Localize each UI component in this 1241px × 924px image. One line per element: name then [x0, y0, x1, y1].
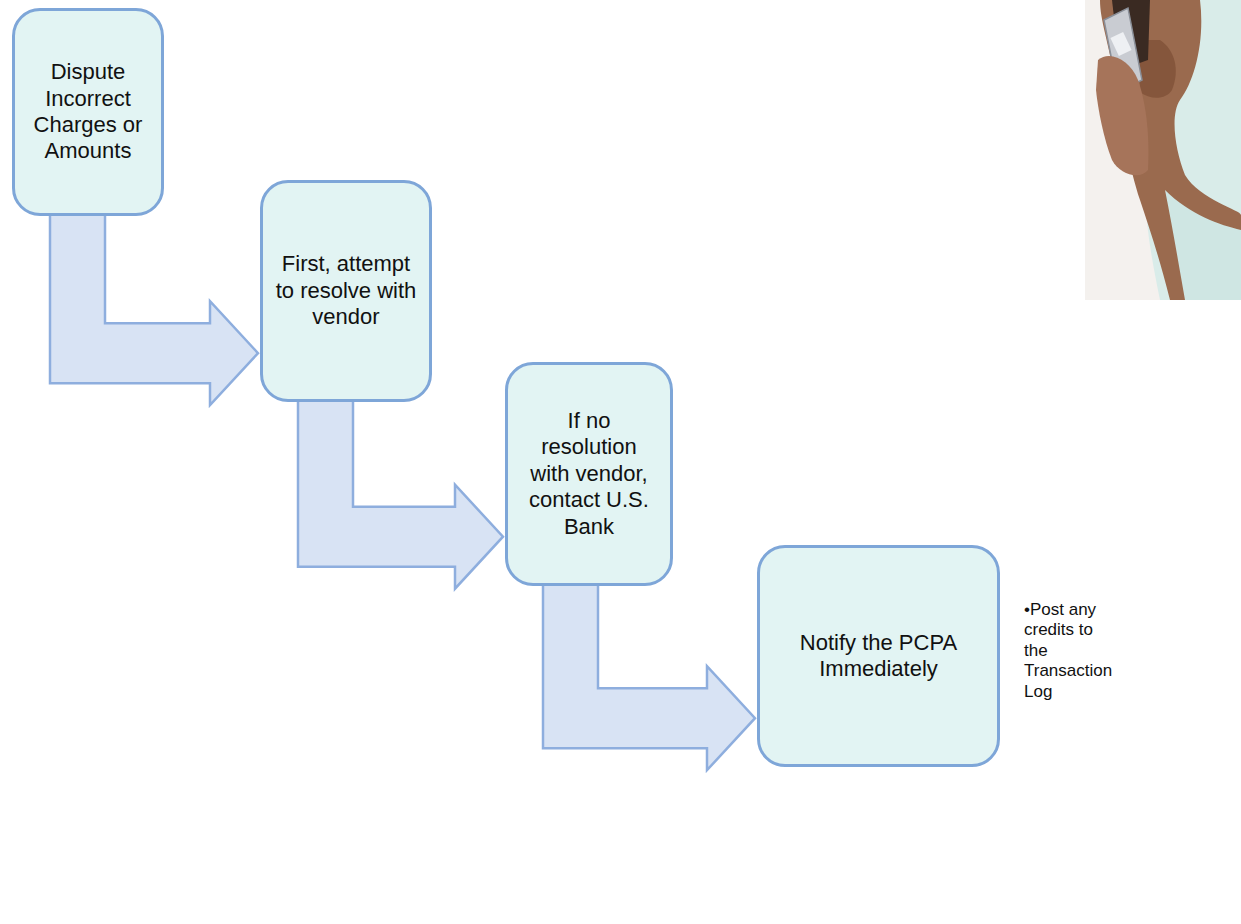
box-text-group: Notify the PCPA Immediately [772, 630, 985, 683]
box-text-group: Dispute Incorrect Charges or Amounts [27, 59, 149, 165]
bent-block-arrow [298, 399, 503, 589]
bullet-note: •Post any credits to the Transaction Log [1024, 600, 1120, 702]
box-label: First, attempt to resolve with vendor [275, 251, 417, 330]
process-box: If no resolution with vendor, contact U.… [505, 362, 673, 586]
bent-block-arrow [50, 213, 258, 405]
process-box: Dispute Incorrect Charges or Amounts [12, 8, 164, 216]
woman-on-phone [1085, 0, 1241, 300]
box-label: Dispute Incorrect Charges or Amounts [27, 59, 149, 165]
process-box: Notify the PCPA Immediately [757, 545, 1000, 767]
box-text-group: First, attempt to resolve with vendor [275, 251, 417, 330]
process-box: First, attempt to resolve with vendor [260, 180, 432, 402]
box-label: Notify the PCPA Immediately [772, 630, 985, 683]
bent-block-arrow [543, 583, 755, 770]
box-text-group: If no resolution with vendor, contact U.… [520, 408, 658, 540]
box-label: If no resolution with vendor, contact U.… [520, 408, 658, 540]
